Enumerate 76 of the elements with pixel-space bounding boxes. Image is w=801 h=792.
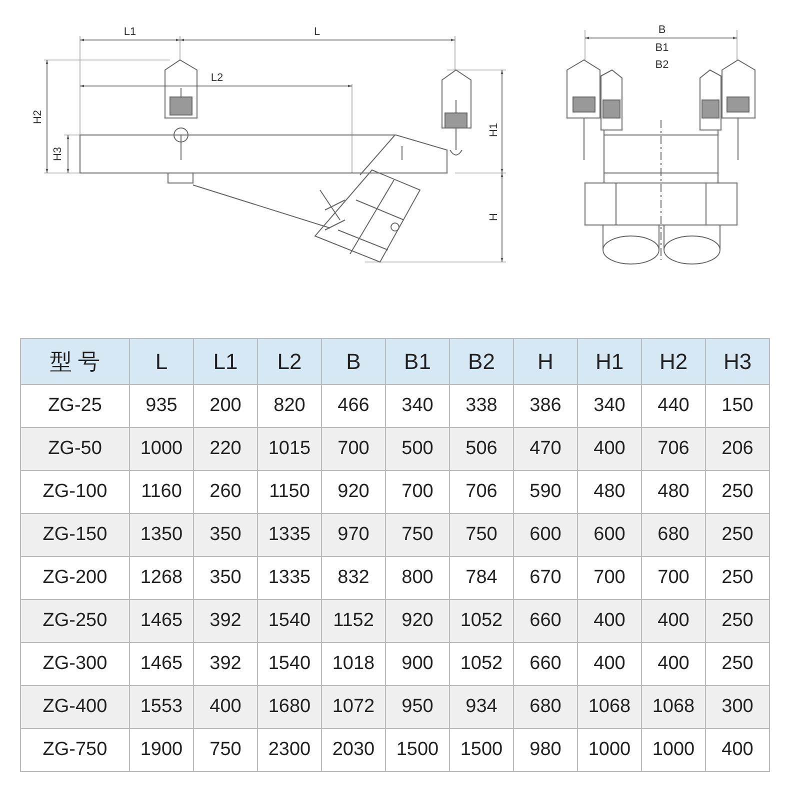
table-cell: 250 xyxy=(706,600,770,642)
table-cell: 750 xyxy=(194,728,258,772)
table-cell: 970 xyxy=(322,514,386,556)
dimension-label: L xyxy=(314,26,320,38)
dimension-label: H2 xyxy=(32,110,44,124)
dimension-label: L1 xyxy=(124,26,136,38)
header-cell: H2 xyxy=(642,338,706,384)
dimension-label: H xyxy=(488,213,500,221)
table-cell: ZG-150 xyxy=(20,514,130,556)
table-cell: 920 xyxy=(386,600,450,642)
dimension-label: B2 xyxy=(655,59,669,71)
header-cell: L2 xyxy=(258,338,322,384)
dimension-label: H1 xyxy=(488,122,500,138)
header-cell: B2 xyxy=(450,338,514,384)
dimension-label: B1 xyxy=(655,42,669,54)
table-cell: 506 xyxy=(450,428,514,470)
table-cell: 1900 xyxy=(130,728,194,772)
table-cell: 1068 xyxy=(642,686,706,728)
header-cell: H xyxy=(514,338,578,384)
table-cell: 2300 xyxy=(258,728,322,772)
header-cell: H3 xyxy=(706,338,770,384)
table-cell: 392 xyxy=(194,600,258,642)
table-cell: 1068 xyxy=(578,686,642,728)
header-cell: B xyxy=(322,338,386,384)
table-cell: 706 xyxy=(642,428,706,470)
table-cell: 1335 xyxy=(258,514,322,556)
table-cell: 1500 xyxy=(450,728,514,772)
table-cell: ZG-400 xyxy=(20,686,130,728)
table-cell: 660 xyxy=(514,600,578,642)
header-cell: H1 xyxy=(578,338,642,384)
table-cell: 400 xyxy=(706,728,770,772)
table-cell: 470 xyxy=(514,428,578,470)
table-cell: 400 xyxy=(642,600,706,642)
table-cell: ZG-50 xyxy=(20,428,130,470)
table-cell: 600 xyxy=(514,514,578,556)
table-cell: 2030 xyxy=(322,728,386,772)
table-cell: 700 xyxy=(322,428,386,470)
table-cell: 680 xyxy=(514,686,578,728)
table-cell: 1680 xyxy=(258,686,322,728)
table-cell: 600 xyxy=(578,514,642,556)
table-cell: 1152 xyxy=(322,600,386,642)
table-cell: 400 xyxy=(578,428,642,470)
dimension-label: H3 xyxy=(52,146,64,162)
table-cell: 1000 xyxy=(578,728,642,772)
dimension-label: L2 xyxy=(210,72,224,84)
table-cell: 206 xyxy=(706,428,770,470)
table-cell: 680 xyxy=(642,514,706,556)
table-cell: 400 xyxy=(578,600,642,642)
table-cell: 750 xyxy=(386,514,450,556)
table-cell: ZG-750 xyxy=(20,728,130,772)
header-cell: L xyxy=(130,338,194,384)
table-cell: 400 xyxy=(194,686,258,728)
table-cell: 220 xyxy=(194,428,258,470)
table-cell: 1000 xyxy=(642,728,706,772)
table-cell: 934 xyxy=(450,686,514,728)
header-cell: 型 号 xyxy=(20,338,130,384)
table-cell: 1052 xyxy=(450,600,514,642)
table-cell: 1500 xyxy=(386,728,450,772)
header-cell: B1 xyxy=(386,338,450,384)
table-cell: 1000 xyxy=(130,428,194,470)
table-cell: 1350 xyxy=(130,514,194,556)
table-cell: 250 xyxy=(706,514,770,556)
table-cell: 350 xyxy=(194,514,258,556)
table-cell: 1540 xyxy=(258,600,322,642)
table-cell: 1465 xyxy=(130,600,194,642)
header-cell: L1 xyxy=(194,338,258,384)
table-cell: ZG-250 xyxy=(20,600,130,642)
table-cell: 300 xyxy=(706,686,770,728)
table-cell: 1072 xyxy=(322,686,386,728)
table-cell: 500 xyxy=(386,428,450,470)
table-cell: 950 xyxy=(386,686,450,728)
table-cell: 1015 xyxy=(258,428,322,470)
table-cell: 750 xyxy=(450,514,514,556)
dimension-label: B xyxy=(658,24,666,36)
table-cell: 980 xyxy=(514,728,578,772)
table-cell: 1553 xyxy=(130,686,194,728)
